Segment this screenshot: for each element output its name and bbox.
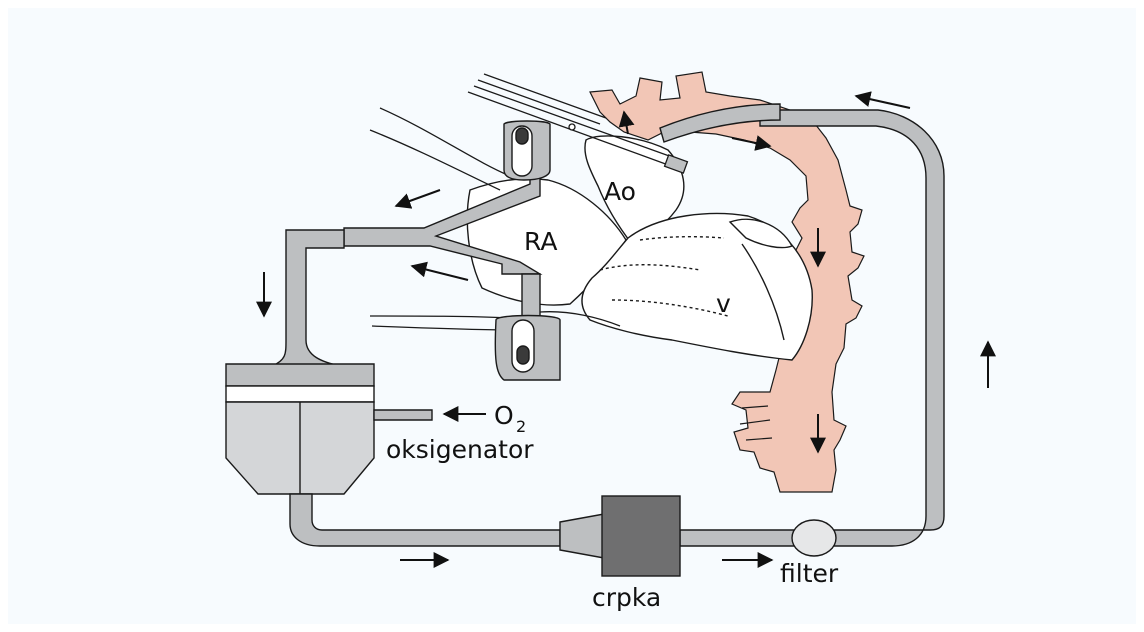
label-ao: Ao (604, 177, 636, 206)
label-v: v (716, 289, 731, 318)
label-oxygenator: oksigenator (386, 435, 534, 464)
label-o2-subscript: 2 (516, 417, 526, 436)
label-pump: crpka (592, 583, 661, 612)
label-ra: RA (524, 227, 557, 256)
pump (602, 496, 680, 576)
label-filter: filter (780, 559, 839, 588)
label-o2: O (494, 401, 514, 430)
filter (792, 520, 836, 556)
